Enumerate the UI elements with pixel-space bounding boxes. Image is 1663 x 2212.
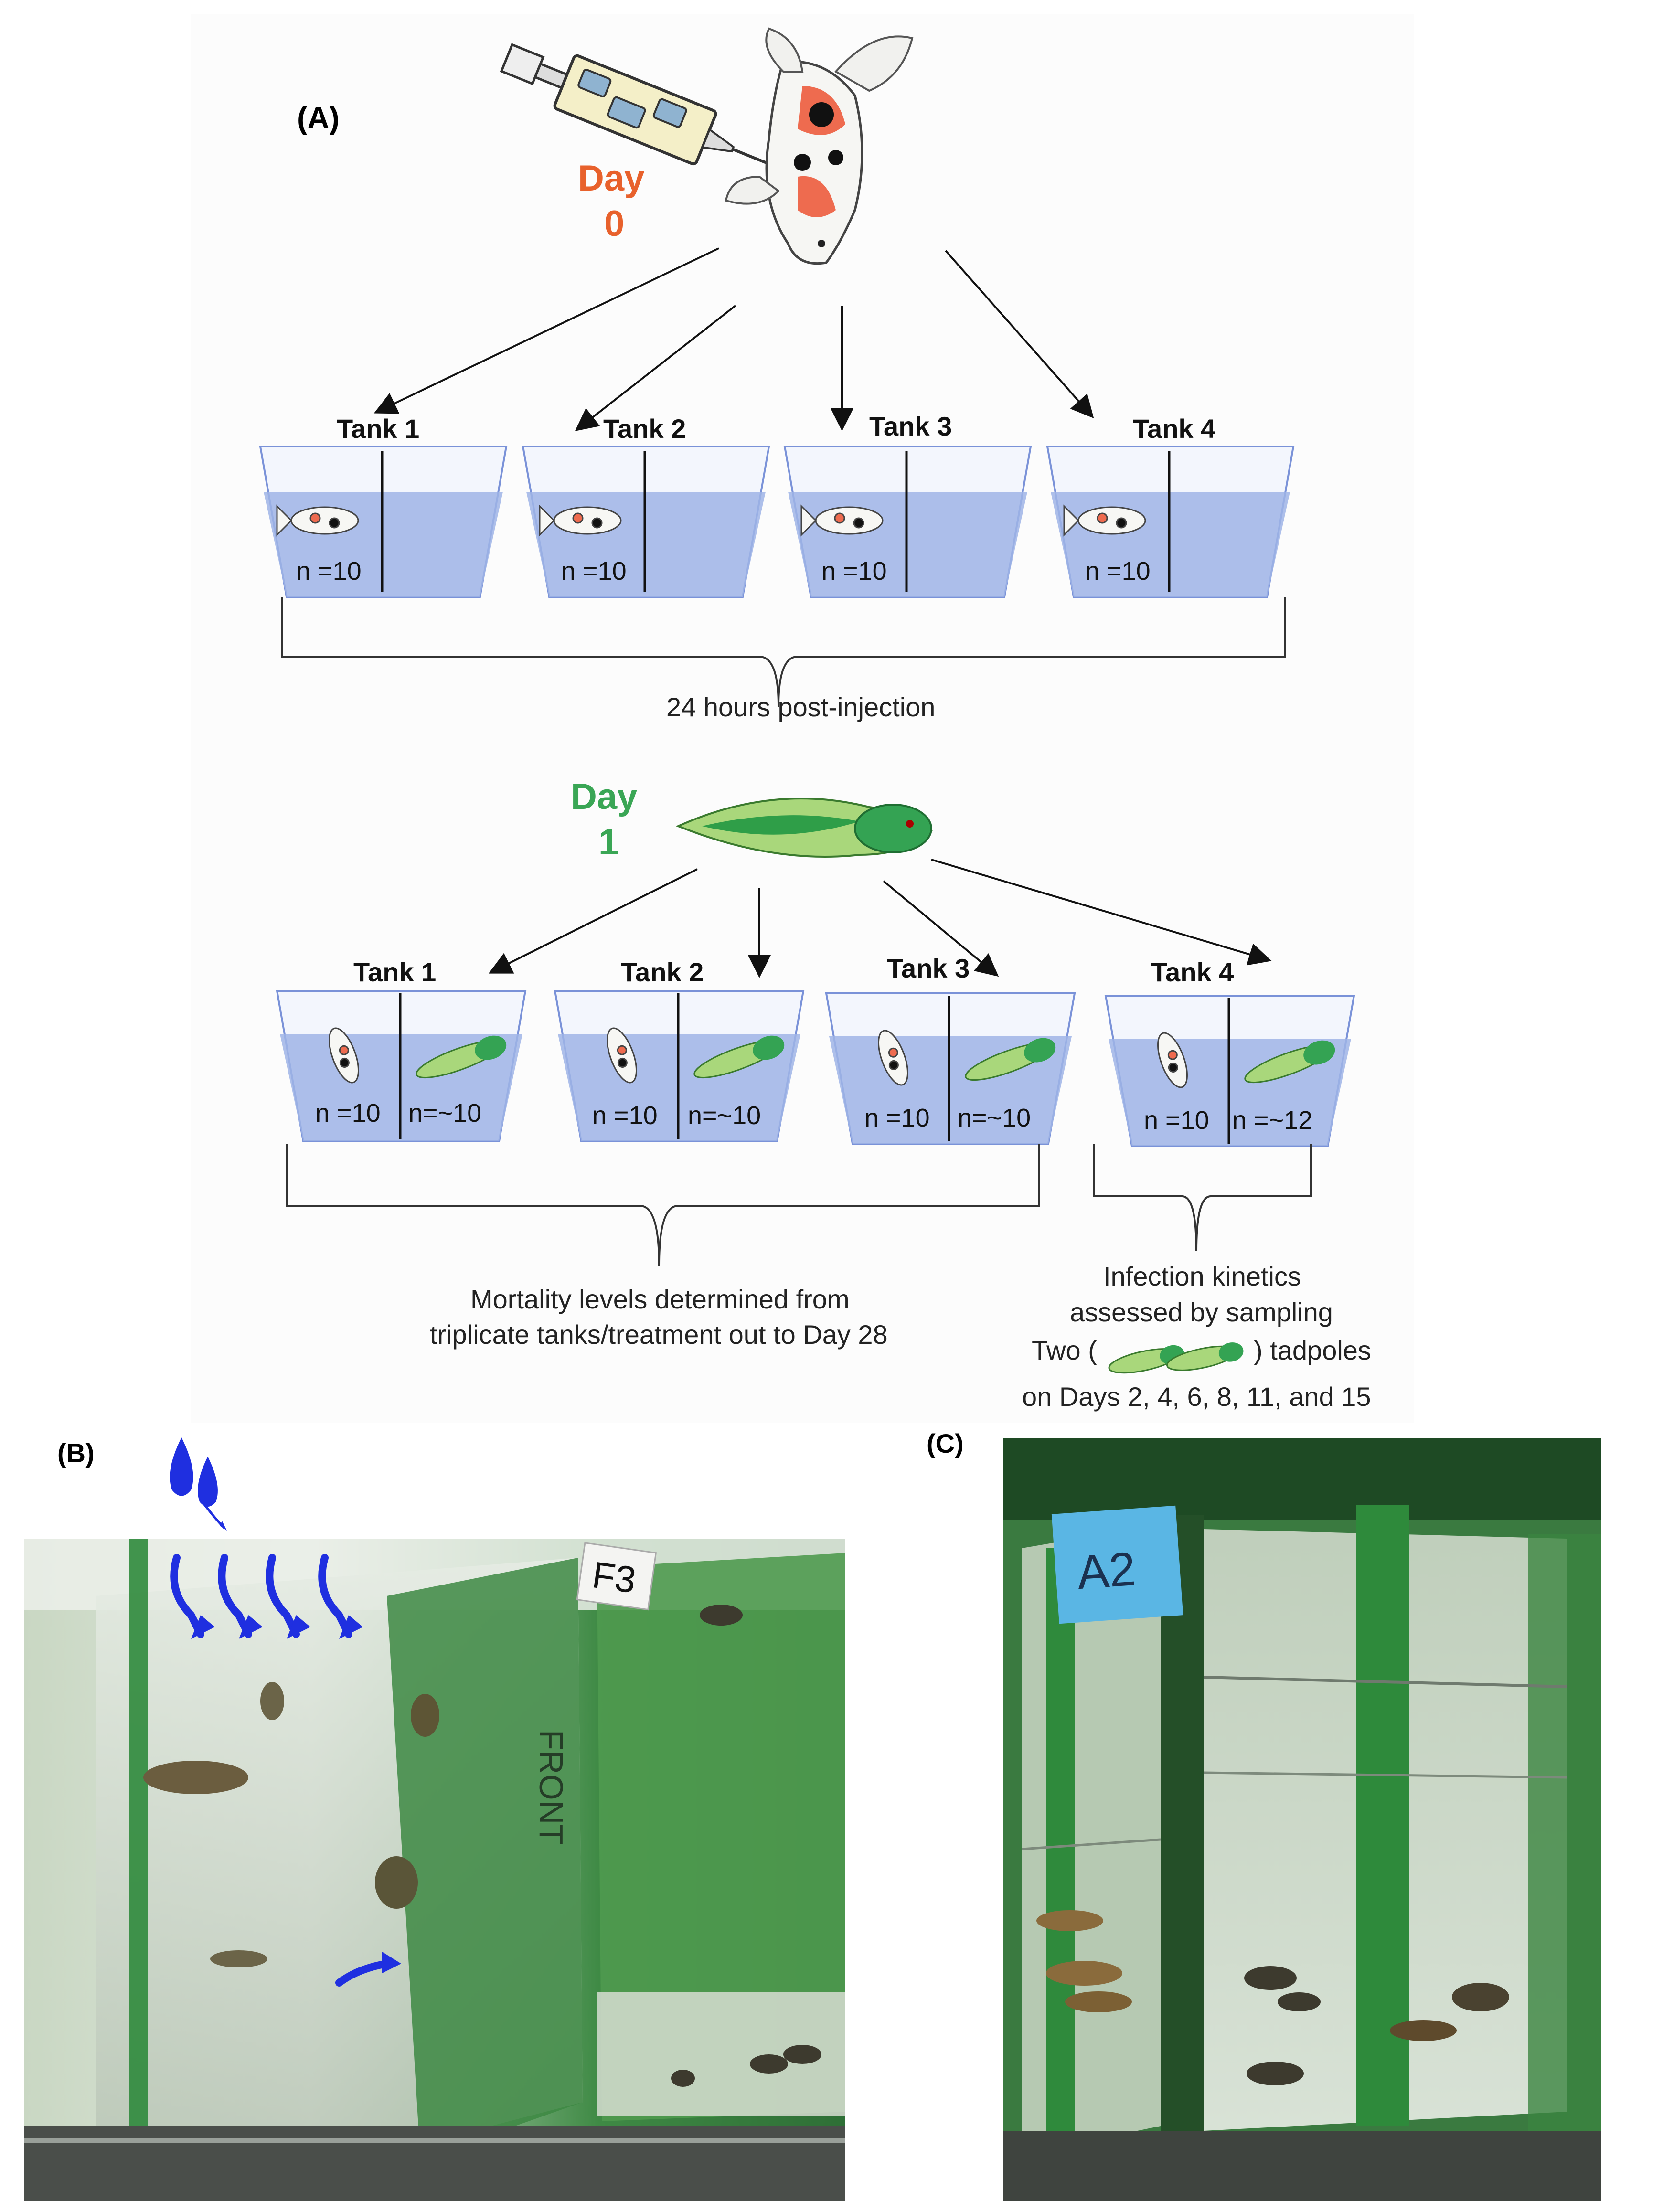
row2-tank-1: [276, 990, 527, 1142]
d1-arrow-tank1: [488, 868, 698, 974]
day0-number: 0: [604, 203, 625, 244]
mortality-caption-line1: Mortality levels determined from: [470, 1284, 850, 1314]
tank-tag-a2: A2: [1076, 1542, 1138, 1599]
row2-koi-icons: [329, 1027, 1188, 1088]
row1-tank-4-label: Tank 4: [1133, 414, 1216, 444]
row1-tank-3-label: Tank 3: [869, 411, 952, 441]
kinetics-caption-line4: on Days 2, 4, 6, 8, 11, and 15: [1022, 1382, 1371, 1412]
row1-koi-icons: [276, 504, 1146, 537]
kinetics-caption-line1: Infection kinetics: [1103, 1261, 1301, 1291]
row2-tank-1-tadpole-n: n=~10: [408, 1099, 482, 1127]
panel-a-graphics: [259, 247, 1355, 1266]
row2-tank-3-tadpole-n: n=~10: [958, 1104, 1031, 1132]
kinetics-caption-line3-post: ) tadpoles: [1254, 1335, 1371, 1365]
day0-word: Day: [578, 158, 645, 199]
panel-b-photo-render: FRONT F3: [24, 1539, 845, 2201]
row2-tank-3-fish-n: n =10: [864, 1104, 930, 1132]
row1-caption: 24 hours post-injection: [666, 692, 936, 722]
panel-c-label: (C): [927, 1428, 964, 1458]
water-drops-icon: [170, 1437, 227, 1531]
row2-tank-2-fish-n: n =10: [592, 1101, 658, 1130]
mortality-brace: [286, 1144, 1040, 1266]
d1-arrow-tank3: [883, 880, 999, 977]
syringe-icon: [500, 43, 773, 167]
row1-tank-2-label: Tank 2: [603, 414, 686, 444]
koi-fish-icon: [725, 27, 914, 265]
panel-b-label: (B): [57, 1438, 95, 1468]
row1-tank-2-n: n =10: [561, 557, 627, 585]
flow-arrows: [170, 1554, 391, 1987]
panel-b-photo: FRONT F3: [24, 1539, 845, 2201]
kinetics-brace: [1093, 1144, 1312, 1252]
row2-tank-4: [1104, 995, 1355, 1147]
row2-tank-2-label: Tank 2: [621, 957, 704, 987]
panel-c-photo-render: A2: [1003, 1438, 1601, 2201]
syringe-koi-illustration: [500, 27, 914, 265]
row2-tank-4-label: Tank 4: [1151, 957, 1234, 987]
row2-tank-4-tadpole-n: n =~12: [1232, 1106, 1313, 1135]
tadpole-illustration: [675, 798, 933, 858]
row2-tadpole-icons: [416, 1035, 1335, 1084]
row1-tank-4-n: n =10: [1085, 557, 1151, 585]
row1-tank-1-label: Tank 1: [337, 414, 420, 444]
day1-number: 1: [598, 822, 619, 862]
row1-tank-3-n: n =10: [821, 557, 887, 585]
two-tadpoles-icon: [1108, 1342, 1244, 1374]
row2-tank-1-fish-n: n =10: [315, 1099, 381, 1127]
row1-brace: [281, 597, 1286, 707]
row2-tank-3: [825, 992, 1076, 1145]
row2-tank-2-tadpole-n: n=~10: [688, 1101, 761, 1130]
row2-tank-4-fish-n: n =10: [1144, 1106, 1209, 1135]
panel-c-photo: A2: [1003, 1438, 1601, 2201]
row2-tank-1-label: Tank 1: [353, 957, 437, 987]
arrow-to-tank1: [373, 247, 719, 414]
row1-tank-1-n: n =10: [296, 557, 362, 585]
arrow-to-tank2: [575, 305, 736, 431]
d1-arrow-tank4: [931, 859, 1272, 966]
kinetics-caption-line2: assessed by sampling: [1070, 1297, 1333, 1327]
day1-word: Day: [571, 776, 638, 817]
kinetics-caption-line3-pre: Two (: [1032, 1335, 1097, 1365]
front-text: FRONT: [533, 1730, 570, 1845]
tank-tag-f3: F3: [590, 1553, 639, 1601]
row1-tank-4: [1046, 446, 1295, 598]
arrow-to-tank4: [945, 250, 1094, 418]
mortality-caption-line2: triplicate tanks/treatment out to Day 28: [430, 1319, 888, 1350]
panel-a-label: (A): [297, 101, 340, 135]
row2-tank-3-label: Tank 3: [887, 953, 970, 983]
